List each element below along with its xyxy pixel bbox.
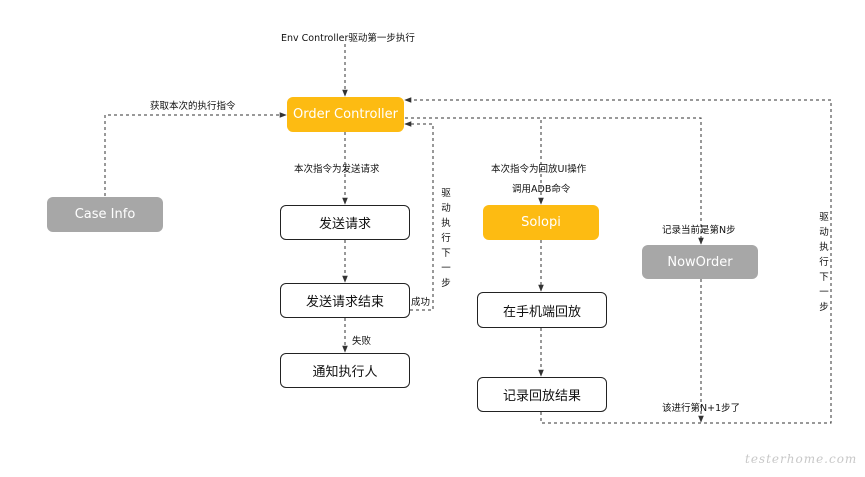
- watermark: testerhome.com: [745, 452, 858, 466]
- edge-success-loop: [404, 121, 434, 311]
- solopi-node: Solopi: [483, 205, 599, 240]
- label-record-step: 记录当前是第N步: [662, 225, 736, 236]
- edge-record-loop: [404, 97, 832, 424]
- label-get-instruction: 获取本次的执行指令: [150, 101, 236, 112]
- label-is-send-request: 本次指令为发送请求: [294, 164, 380, 175]
- edge-order-to-noworder: [405, 117, 704, 245]
- label-fail: 失败: [352, 336, 372, 347]
- order-controller-node: Order Controller: [287, 97, 404, 132]
- label-drive-next-outer: 驱动执行下一步: [819, 212, 829, 313]
- edge-order-to-solopi: [405, 117, 544, 205]
- send-result-node: 发送请求结束: [280, 283, 410, 318]
- label-drive-next-inner: 驱动执行下一步: [441, 188, 451, 289]
- case-info-node: Case Info: [47, 197, 163, 232]
- send-request-node: 发送请求: [280, 205, 410, 240]
- replay-node: 在手机端回放: [477, 292, 607, 328]
- now-order-node: NowOrder: [642, 245, 758, 279]
- label-success: 成功: [411, 297, 431, 308]
- label-next-step: 该进行第N+1步了: [662, 403, 741, 414]
- notify-node: 通知执行人: [280, 353, 410, 388]
- edge-caseinfo-to-order: [104, 112, 287, 196]
- label-env-controller: Env Controller驱动第一步执行: [281, 33, 415, 44]
- label-is-replay-ui: 本次指令为回放UI操作: [491, 164, 587, 175]
- record-result-node: 记录回放结果: [477, 377, 607, 412]
- label-call-adb: 调用ADB命令: [512, 184, 571, 195]
